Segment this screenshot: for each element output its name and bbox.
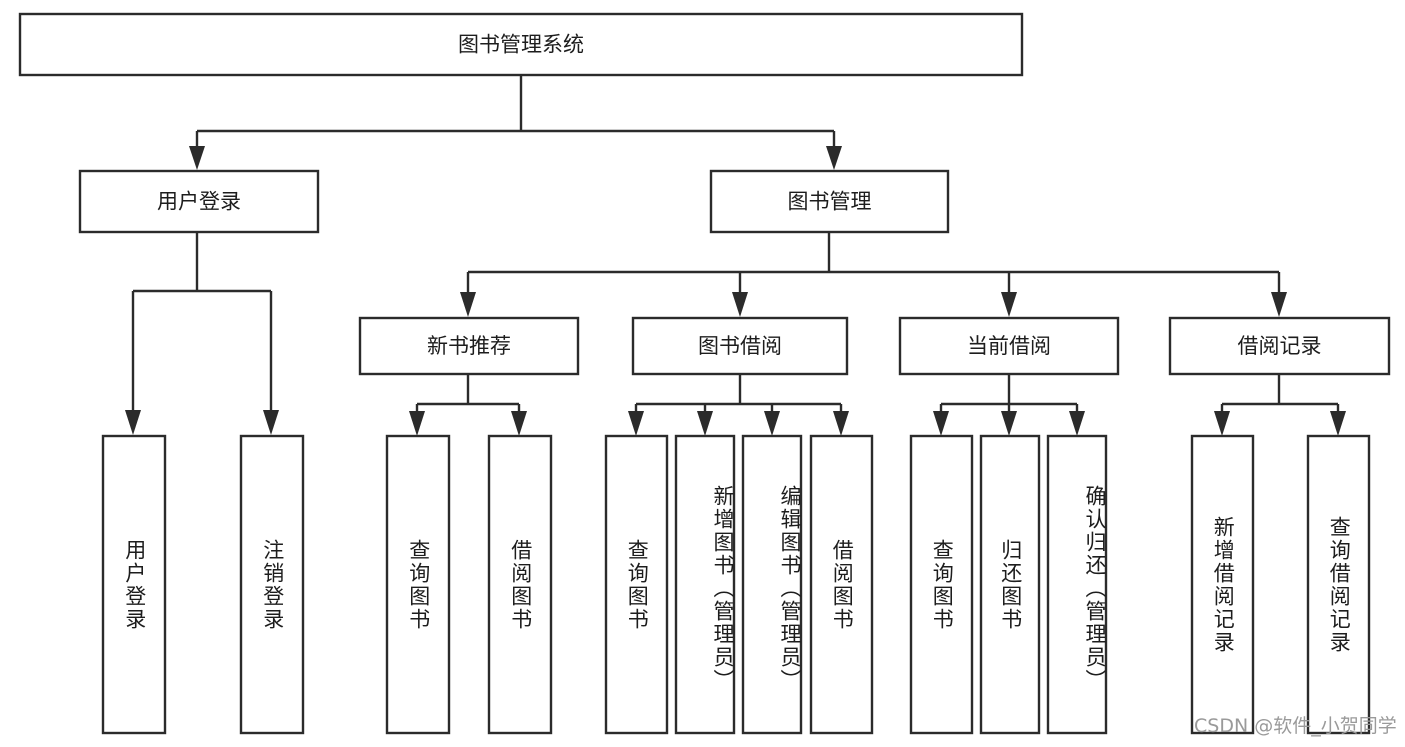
arrow-head-leaf-edit-book-admin [764, 411, 780, 436]
arrow-head-leaf-add-record [1214, 411, 1230, 436]
node-current-borrow[interactable]: 当前借阅 [898, 316, 1120, 376]
node-leaf-confirm-return-box[interactable] [1046, 434, 1108, 735]
node-root-box[interactable] [18, 12, 1024, 77]
node-user-login-label: 用户登录 [157, 190, 241, 214]
arrow-head-current-borrow [1001, 292, 1017, 317]
node-book-manage-label: 图书管理 [788, 190, 872, 214]
node-borrow-record-box[interactable] [1168, 316, 1391, 376]
node-book-borrow-label: 图书借阅 [698, 334, 782, 358]
node-new-book-rec[interactable]: 新书推荐 [358, 316, 580, 376]
node-leaf-query-book-3-box[interactable] [909, 434, 974, 735]
node-current-borrow-box[interactable] [898, 316, 1120, 376]
connector-layer [125, 76, 1346, 436]
node-leaf-logout-box[interactable] [239, 434, 305, 735]
csdn-watermark: CSDN @软件_小贺同学 [1194, 715, 1397, 737]
node-leaf-return-book-box[interactable] [979, 434, 1041, 735]
node-leaf-borrow-book-1-box[interactable] [487, 434, 553, 735]
node-root-label: 图书管理系统 [458, 33, 584, 57]
node-leaf-user-login-box[interactable] [101, 434, 167, 735]
node-book-borrow[interactable]: 图书借阅 [631, 316, 849, 376]
arrow-head-leaf-query-record [1330, 411, 1346, 436]
node-root[interactable]: 图书管理系统 [18, 12, 1024, 77]
arrow-head-leaf-query-book-2 [628, 411, 644, 436]
arrow-head-book-borrow [732, 292, 748, 317]
node-borrow-record-label: 借阅记录 [1238, 334, 1322, 358]
node-new-book-rec-box[interactable] [358, 316, 580, 376]
node-leaf-add-book-admin-box[interactable] [674, 434, 736, 735]
node-leaf-borrow-book-2-box[interactable] [809, 434, 874, 735]
node-new-book-rec-label: 新书推荐 [427, 334, 511, 358]
node-borrow-record[interactable]: 借阅记录 [1168, 316, 1391, 376]
arrow-head-leaf-return-book [1001, 411, 1017, 436]
arrow-head-leaf-borrow-book-1 [511, 411, 527, 436]
node-book-borrow-box[interactable] [631, 316, 849, 376]
arrow-head-leaf-logout [263, 410, 279, 435]
node-leaf-query-record-box[interactable] [1306, 434, 1371, 735]
node-user-login-box[interactable] [78, 169, 320, 234]
arrow-head-book-manage [826, 146, 842, 170]
node-user-login[interactable]: 用户登录 [78, 169, 320, 234]
node-leaf-query-book-2-box[interactable] [604, 434, 669, 735]
node-leaf-add-record-box[interactable] [1190, 434, 1255, 735]
arrow-head-new-book-rec [460, 292, 476, 317]
node-book-manage[interactable]: 图书管理 [709, 169, 950, 234]
arrow-head-leaf-user-login [125, 410, 141, 435]
arrow-head-user-login [189, 146, 205, 170]
node-current-borrow-label: 当前借阅 [967, 334, 1051, 358]
arrow-head-leaf-add-book-admin [697, 411, 713, 436]
arrow-head-borrow-record [1271, 292, 1287, 317]
arrow-head-leaf-query-book-1 [409, 411, 425, 436]
node-leaf-edit-book-admin-box[interactable] [741, 434, 803, 735]
arrow-head-leaf-query-book-3 [933, 411, 949, 436]
arrow-head-leaf-borrow-book-2 [833, 411, 849, 436]
node-leaf-query-book-1-box[interactable] [385, 434, 451, 735]
arrow-head-leaf-confirm-return [1069, 411, 1085, 436]
node-book-manage-box[interactable] [709, 169, 950, 234]
